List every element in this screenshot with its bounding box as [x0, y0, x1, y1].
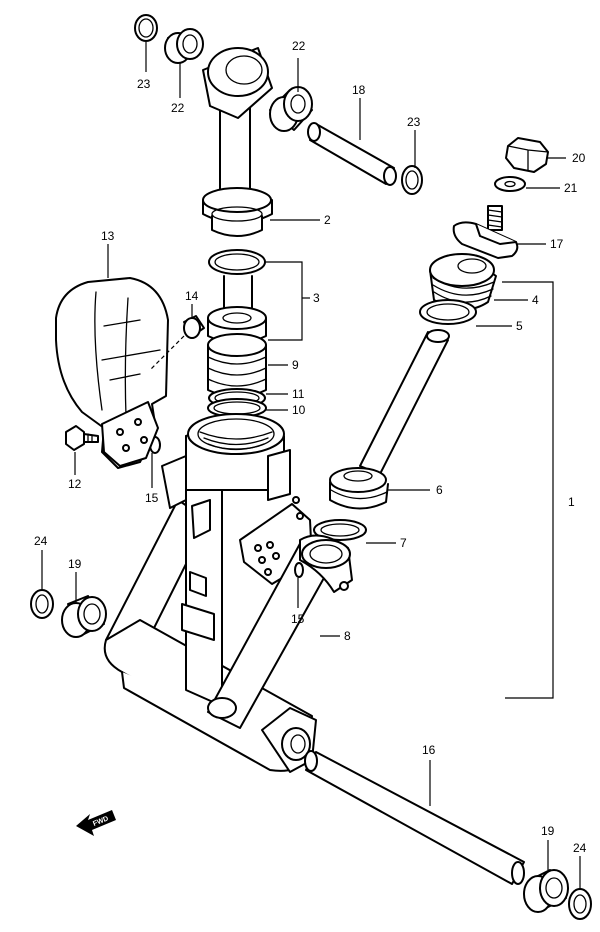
fwd-arrow-icon: FWD: [76, 810, 116, 836]
callout-12: 12: [68, 477, 82, 491]
callout-1: 1: [568, 495, 575, 509]
piston-9: [207, 306, 267, 398]
callout-8: 8: [344, 629, 351, 643]
callout-15: 15: [145, 491, 159, 505]
o-ring-7: [313, 519, 367, 541]
circlip-24-left: [30, 589, 54, 619]
callout-labels: 23 22 22 18 23 2 3 9 11 10 20 21 17 4 5 …: [34, 39, 587, 855]
callout-24: 24: [34, 534, 48, 548]
callout-18: 18: [352, 83, 366, 97]
washer-21: [494, 176, 526, 192]
circlip-23-top-left: [134, 14, 158, 42]
o-ring-15-right: [294, 562, 304, 578]
pin-18: [307, 122, 397, 186]
callout-13: 13: [101, 229, 115, 243]
callout-20: 20: [572, 151, 586, 165]
bracket-1: [502, 281, 554, 699]
o-ring-5: [419, 299, 477, 325]
callout-19: 19: [541, 824, 555, 838]
bushing-22-top-left: [164, 28, 204, 64]
callout-3: 3: [313, 291, 320, 305]
bushing-19-right: [523, 869, 569, 913]
callout-16: 16: [422, 743, 436, 757]
o-ring-3-upper: [208, 249, 266, 275]
shaft-16: [304, 750, 525, 885]
callout-21: 21: [564, 181, 578, 195]
trim-cylinder-housing-8: [103, 413, 353, 773]
manual-release-valve-17: [452, 205, 519, 259]
callout-17: 17: [550, 237, 564, 251]
callout-22: 22: [292, 39, 306, 53]
alignment-line-14: [149, 335, 185, 371]
callout-15: 15: [291, 612, 305, 626]
callout-5: 5: [516, 319, 523, 333]
circlip-23-top-right: [401, 165, 423, 195]
bushing-19-left: [61, 595, 107, 638]
bushing-22-top-right: [269, 86, 313, 132]
nut-20: [505, 137, 549, 173]
callout-19: 19: [68, 557, 82, 571]
bolt-12: [65, 425, 99, 451]
callout-10: 10: [292, 403, 306, 417]
callout-6: 6: [436, 483, 443, 497]
callout-23: 23: [137, 77, 151, 91]
cover-13: [55, 277, 169, 469]
callout-23: 23: [407, 115, 421, 129]
callout-11: 11: [292, 387, 305, 401]
callout-14: 14: [185, 289, 199, 303]
trim-ram-rod-2: [202, 47, 273, 237]
tilt-rod-piston-6: [329, 329, 450, 510]
callout-24: 24: [573, 841, 587, 855]
callout-2: 2: [324, 213, 331, 227]
leader-lines: [41, 42, 581, 890]
circlip-24-right: [568, 888, 592, 920]
collar-14: [183, 315, 205, 339]
callout-9: 9: [292, 358, 299, 372]
callout-4: 4: [532, 293, 539, 307]
callout-7: 7: [400, 536, 407, 550]
callout-22: 22: [171, 101, 185, 115]
